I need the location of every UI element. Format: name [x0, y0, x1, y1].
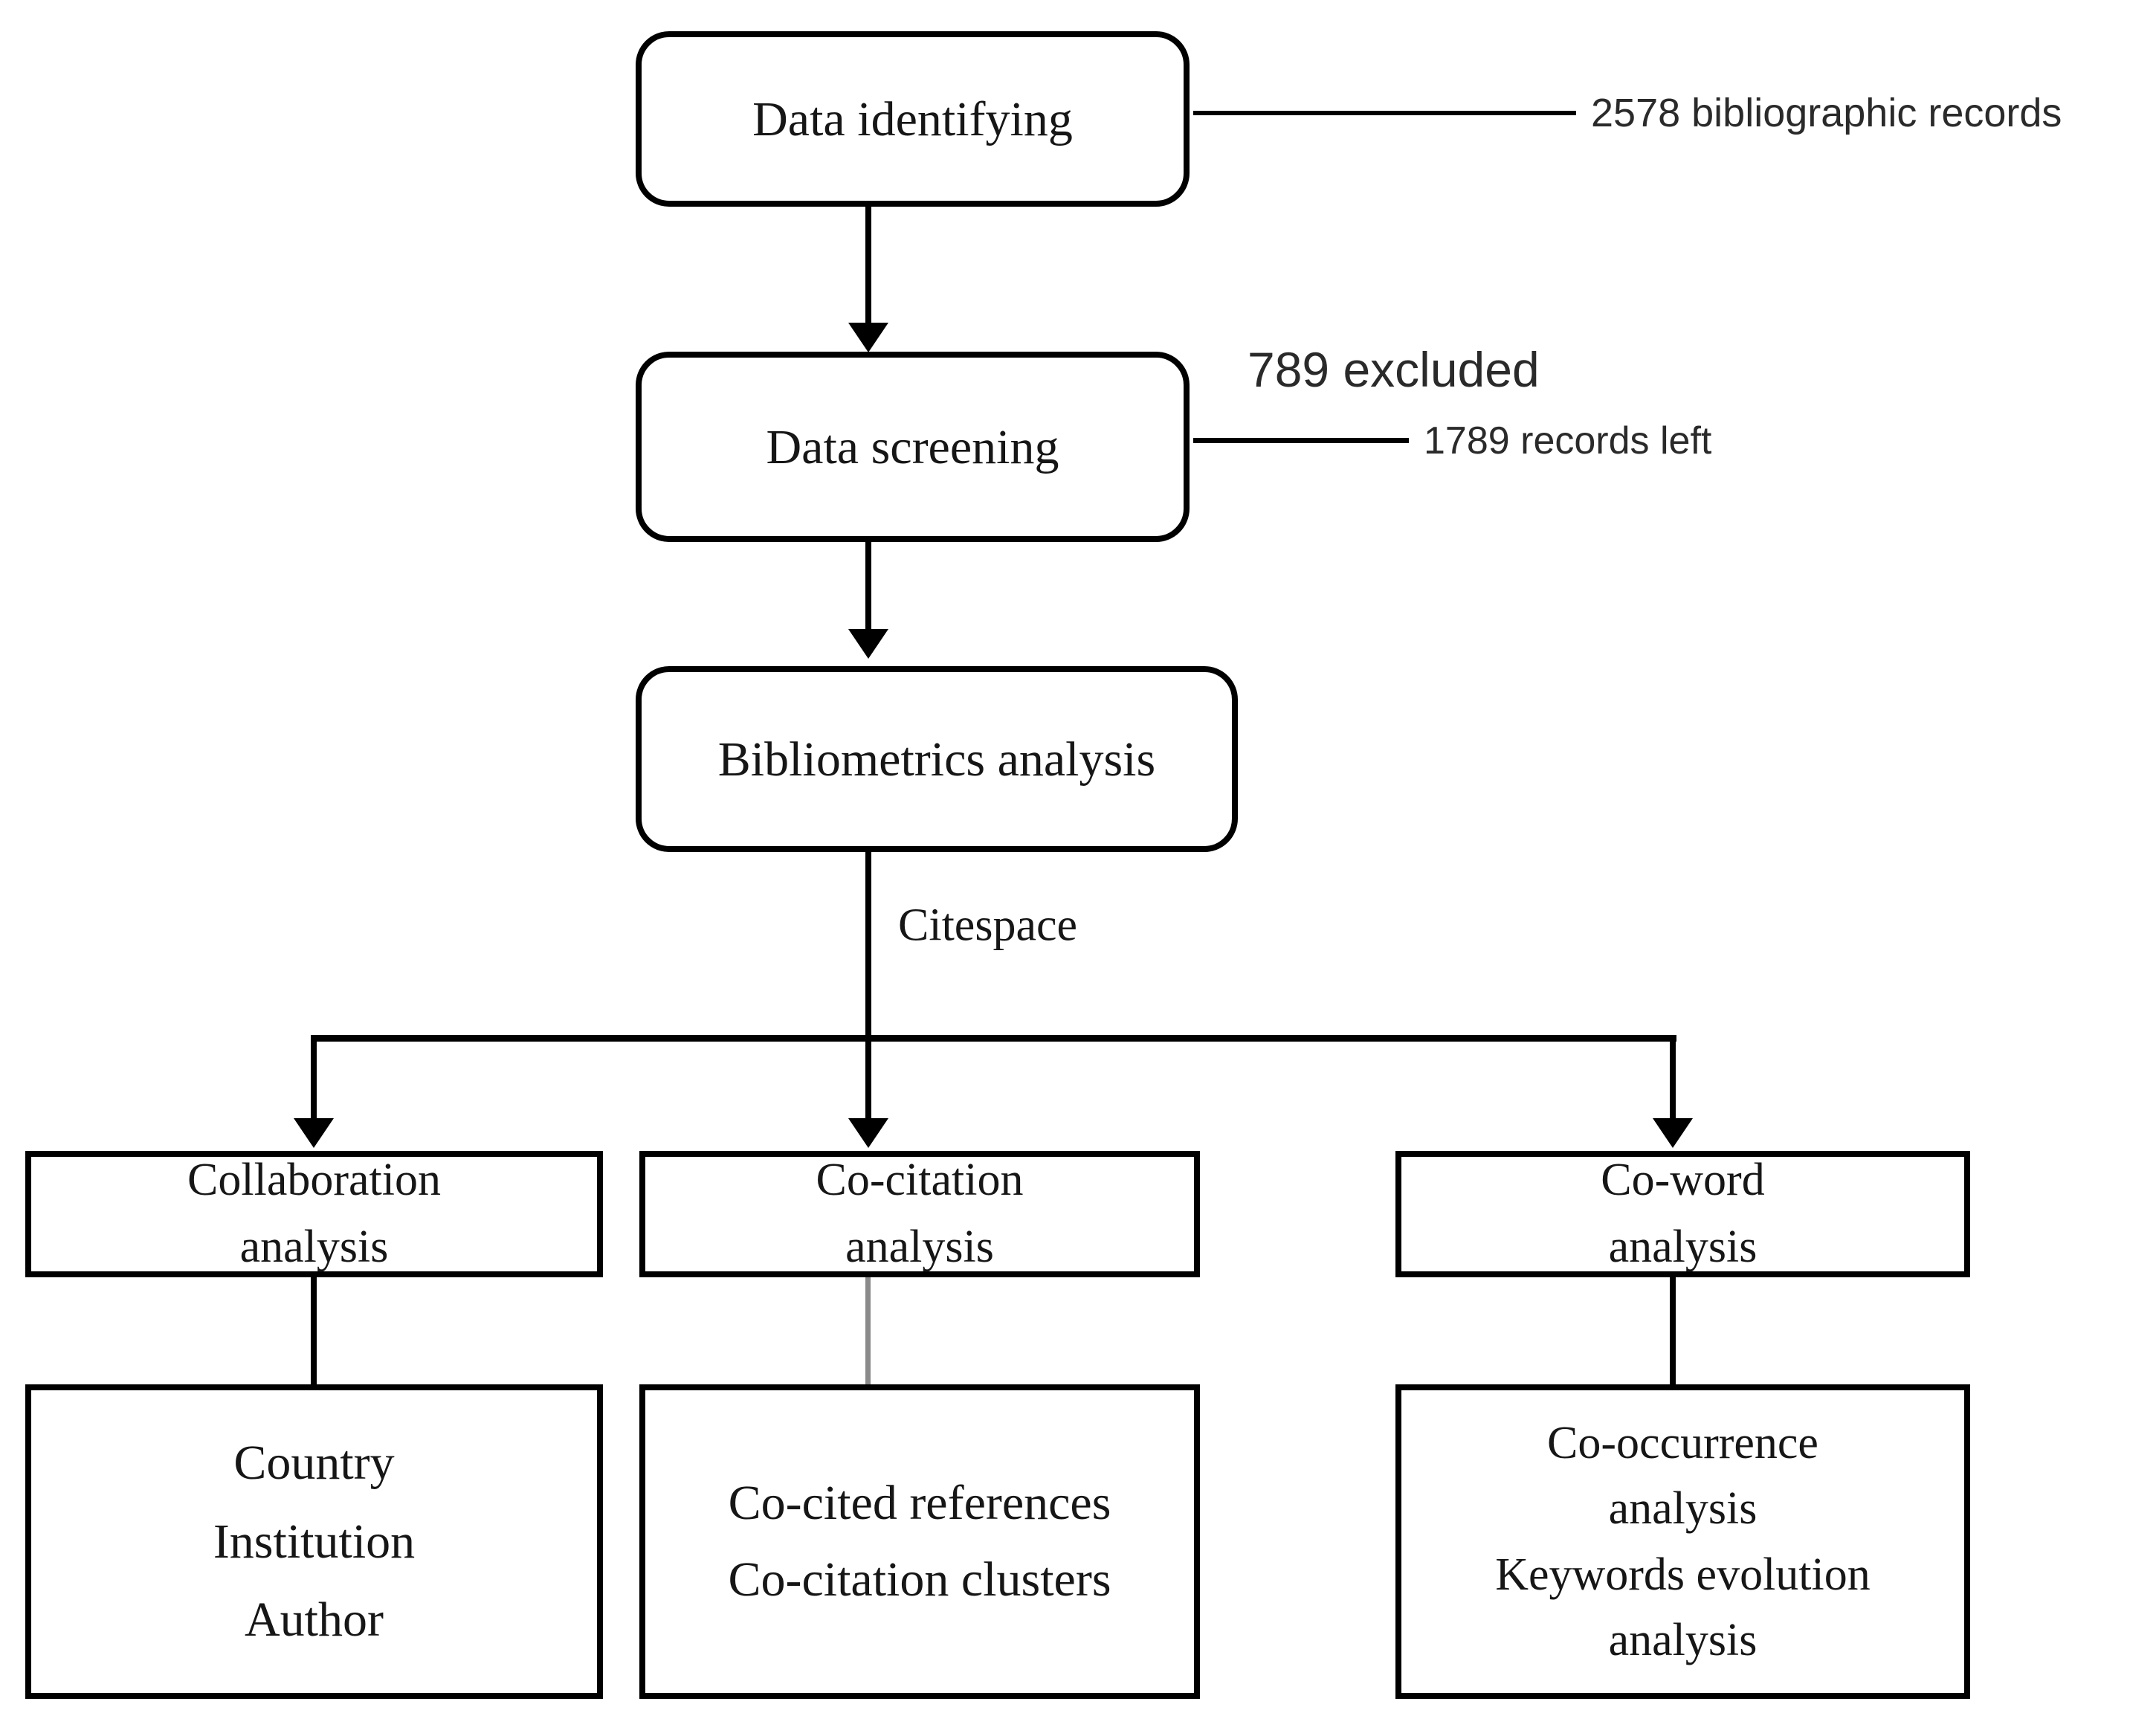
- node-collaboration-analysis-label: Collaboration analysis: [187, 1155, 441, 1272]
- connector-co-citation-to-detail: [865, 1277, 871, 1384]
- arrowhead-down-icon: [848, 1118, 888, 1148]
- arrow-branch-to-co-citation: [865, 1035, 871, 1123]
- arrowhead-down-icon: [294, 1118, 334, 1148]
- node-co-word-analysis: Co-word analysis: [1395, 1151, 1970, 1277]
- connector-bibliometrics-down: [865, 852, 871, 1038]
- arrowhead-down-icon: [1653, 1118, 1693, 1148]
- node-co-citation-detail-label: Co-cited references Co-citation clusters: [728, 1476, 1111, 1607]
- node-bibliometrics-analysis-label: Bibliometrics analysis: [717, 732, 1156, 787]
- node-collaboration-analysis: Collaboration analysis: [25, 1151, 603, 1277]
- node-co-word-detail-label: Co-occurrence analysis Keywords evolutio…: [1495, 1418, 1871, 1665]
- branch-line: [311, 1035, 1676, 1042]
- node-data-screening: Data screening: [636, 352, 1190, 542]
- annotation-bibliographic-records: 2578 bibliographic records: [1591, 91, 2062, 135]
- node-collaboration-detail: Country Institution Author: [25, 1384, 603, 1699]
- arrow-branch-to-co-word: [1670, 1035, 1676, 1123]
- node-data-identifying-label: Data identifying: [752, 91, 1073, 146]
- connector-co-word-to-detail: [1670, 1277, 1676, 1384]
- connector-identify-to-records: [1193, 111, 1576, 115]
- arrow-screening-to-bibliometrics: [865, 542, 871, 632]
- annotation-records-left: 1789 records left: [1424, 419, 1712, 462]
- annotation-citespace: Citespace: [898, 900, 1078, 951]
- arrowhead-down-icon: [848, 629, 888, 659]
- connector-collaboration-to-detail: [311, 1277, 317, 1384]
- arrowhead-down-icon: [848, 323, 888, 352]
- node-co-citation-analysis-label: Co-citation analysis: [816, 1155, 1024, 1272]
- node-data-identifying: Data identifying: [636, 31, 1190, 207]
- node-co-word-detail: Co-occurrence analysis Keywords evolutio…: [1395, 1384, 1970, 1699]
- node-co-citation-detail: Co-cited references Co-citation clusters: [639, 1384, 1200, 1699]
- node-co-word-analysis-label: Co-word analysis: [1601, 1155, 1765, 1272]
- arrow-branch-to-collaboration: [311, 1035, 317, 1123]
- annotation-excluded: 789 excluded: [1248, 342, 1540, 397]
- node-data-screening-label: Data screening: [766, 419, 1059, 474]
- node-bibliometrics-analysis: Bibliometrics analysis: [636, 666, 1238, 852]
- node-co-citation-analysis: Co-citation analysis: [639, 1151, 1200, 1277]
- node-collaboration-detail-label: Country Institution Author: [213, 1436, 416, 1648]
- arrow-identify-to-screening: [865, 207, 871, 326]
- connector-screening-to-records-left: [1193, 438, 1409, 443]
